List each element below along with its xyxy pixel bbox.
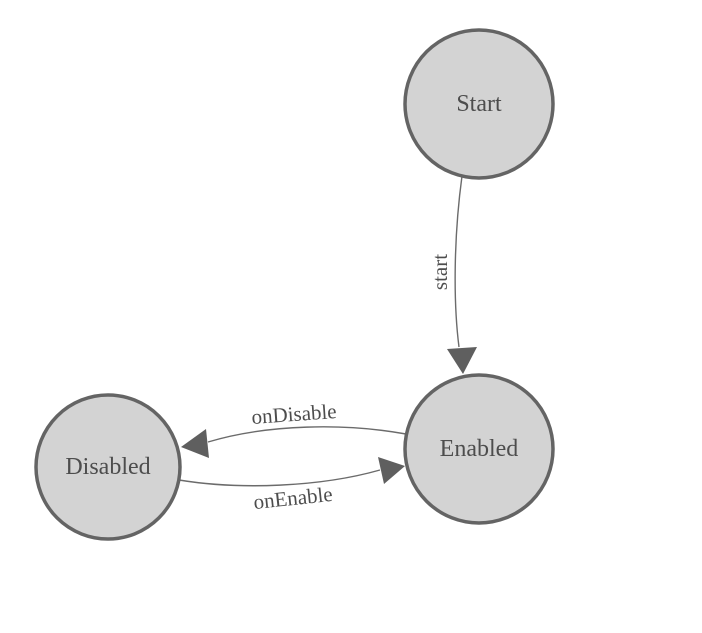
arrowhead-icon <box>447 347 477 374</box>
state-node-disabled[interactable]: Disabled <box>34 393 182 541</box>
state-label-enabled: Enabled <box>440 436 519 462</box>
transition-edge-enabled-to-disabled <box>207 426 407 443</box>
state-node-start[interactable]: Start <box>403 28 555 180</box>
transition-label-enabled-to-disabled: onDisable <box>251 399 338 429</box>
state-label-start: Start <box>456 91 502 117</box>
state-label-disabled: Disabled <box>65 454 150 480</box>
transition-edge-disabled-to-enabled <box>178 469 381 487</box>
transition-label-start-to-enabled: start <box>428 254 452 290</box>
state-circle-start[interactable] <box>403 28 555 180</box>
arrowhead-icon <box>181 429 209 458</box>
state-circle-enabled[interactable] <box>403 373 555 525</box>
state-node-enabled[interactable]: Enabled <box>403 373 555 525</box>
transition-edge-start-to-enabled <box>454 175 463 348</box>
state-circle-disabled[interactable] <box>34 393 182 541</box>
transition-label-disabled-to-enabled: onEnable <box>252 482 333 514</box>
arrowhead-icon <box>378 457 405 484</box>
